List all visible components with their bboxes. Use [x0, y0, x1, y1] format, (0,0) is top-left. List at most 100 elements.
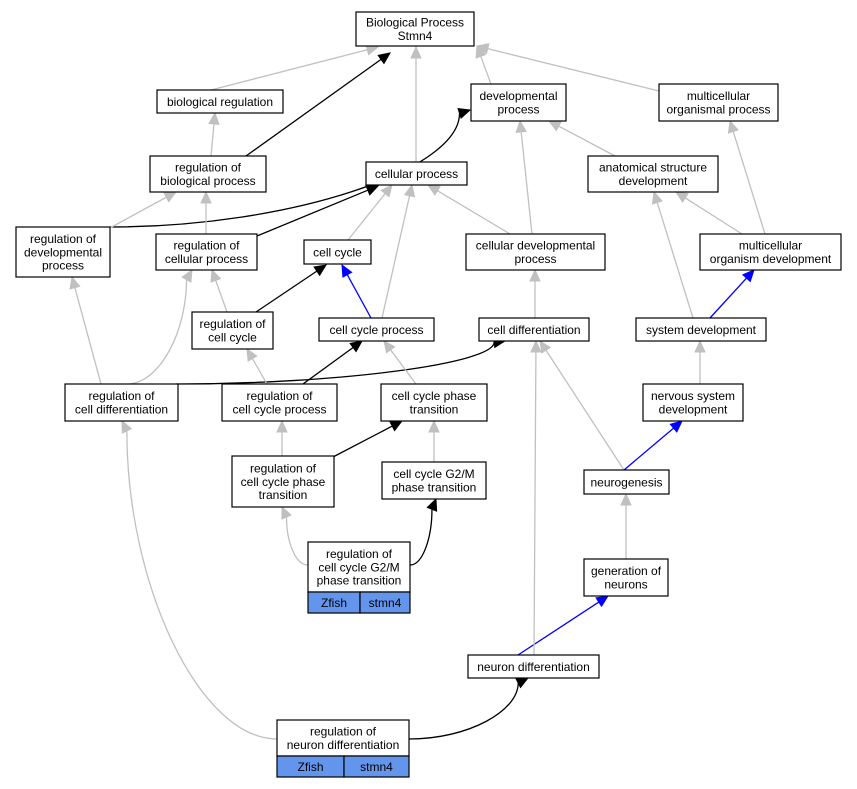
term-box: [149, 155, 267, 193]
arrow-head-icon: [727, 119, 739, 134]
edge-line: [408, 683, 519, 740]
edge-line: [517, 601, 600, 656]
term-box: [191, 311, 274, 350]
arrow-head-icon: [428, 419, 440, 433]
edge-line: [215, 280, 228, 313]
term-label: development: [619, 174, 688, 188]
term-label: process: [42, 259, 84, 273]
edge-is-a: [428, 419, 440, 462]
arrow-head-icon: [457, 108, 472, 120]
term-label: regulation of: [88, 389, 155, 403]
arrow-head-icon: [674, 191, 689, 204]
arrow-head-icon: [163, 191, 178, 203]
edge-is-a: [383, 340, 417, 385]
term-label: organism development: [710, 252, 832, 266]
edge-line: [107, 196, 167, 230]
term-label: cell cycle process: [329, 323, 423, 337]
edge-regulates: [332, 420, 404, 458]
term-label: biological regulation: [167, 95, 273, 109]
edge-is-a: [107, 191, 178, 230]
annotation-cell: [359, 591, 411, 614]
term-box: [156, 89, 284, 114]
term-label: regulation of: [250, 461, 317, 475]
edge-line: [684, 197, 743, 235]
go-term-neurondiff[interactable]: neuron differentiation: [467, 654, 600, 679]
arrow-head-icon: [651, 190, 663, 205]
term-label: multicellular: [687, 89, 750, 103]
edge-part-of: [709, 269, 755, 319]
term-box: [635, 317, 767, 342]
edge-is-a: [200, 190, 212, 234]
edge-is-a: [381, 183, 416, 319]
term-label: development: [659, 403, 728, 417]
term-box: [15, 226, 111, 278]
edge-is-a: [426, 184, 511, 235]
edge-line: [480, 56, 492, 85]
edge-is-a: [410, 45, 422, 162]
edge-is-a: [539, 339, 625, 471]
term-label: developmental: [479, 89, 557, 103]
term-box: [465, 233, 606, 271]
term-label: regulation of: [175, 161, 242, 175]
edge-regulates: [302, 340, 363, 385]
edge-part-of: [517, 595, 610, 656]
edge-line: [251, 358, 268, 385]
edge-regulates: [109, 108, 472, 228]
go-term-cellproc[interactable]: cellular process: [365, 161, 468, 186]
go-term-neurogenesis[interactable]: neurogenesis: [583, 469, 670, 495]
edge-line: [533, 351, 537, 656]
arrow-head-icon: [69, 275, 81, 290]
term-box: [231, 455, 335, 508]
edge-is-a: [246, 347, 268, 385]
edge-line: [256, 189, 369, 237]
edge-regulates: [256, 185, 380, 237]
arrow-head-icon: [475, 43, 490, 55]
go-term-ccproc[interactable]: cell cycle process: [318, 317, 435, 342]
go-term-bioreg[interactable]: biological regulation: [156, 89, 284, 114]
edge-is-a: [276, 419, 288, 456]
arrow-head-icon: [694, 339, 706, 353]
arrow-head-icon: [741, 269, 755, 283]
term-label: cell cycle G2/M: [393, 467, 474, 481]
annotation-cell: [343, 755, 410, 778]
go-term-celldiff[interactable]: cell differentiation: [478, 317, 590, 342]
edge-is-a: [547, 120, 616, 157]
edge-line: [545, 349, 625, 471]
term-label: cellular process: [165, 252, 248, 266]
arrow-head-icon: [121, 419, 133, 434]
edge-line: [285, 517, 309, 566]
term-label: system development: [646, 323, 757, 337]
edge-line: [709, 277, 748, 319]
arrow-head-icon: [403, 183, 416, 198]
go-term-cellcycle[interactable]: cell cycle: [303, 239, 372, 265]
go-term-sysdev[interactable]: system development: [635, 317, 767, 342]
term-label: neurons: [604, 578, 647, 592]
edge-line: [126, 430, 278, 740]
edge-line: [520, 131, 533, 235]
term-label: regulation of: [173, 239, 240, 253]
term-box: [221, 383, 338, 422]
edge-is-a: [727, 119, 766, 235]
edge-line: [210, 49, 368, 91]
arrow-head-icon: [595, 595, 610, 608]
edge-line: [347, 193, 386, 241]
